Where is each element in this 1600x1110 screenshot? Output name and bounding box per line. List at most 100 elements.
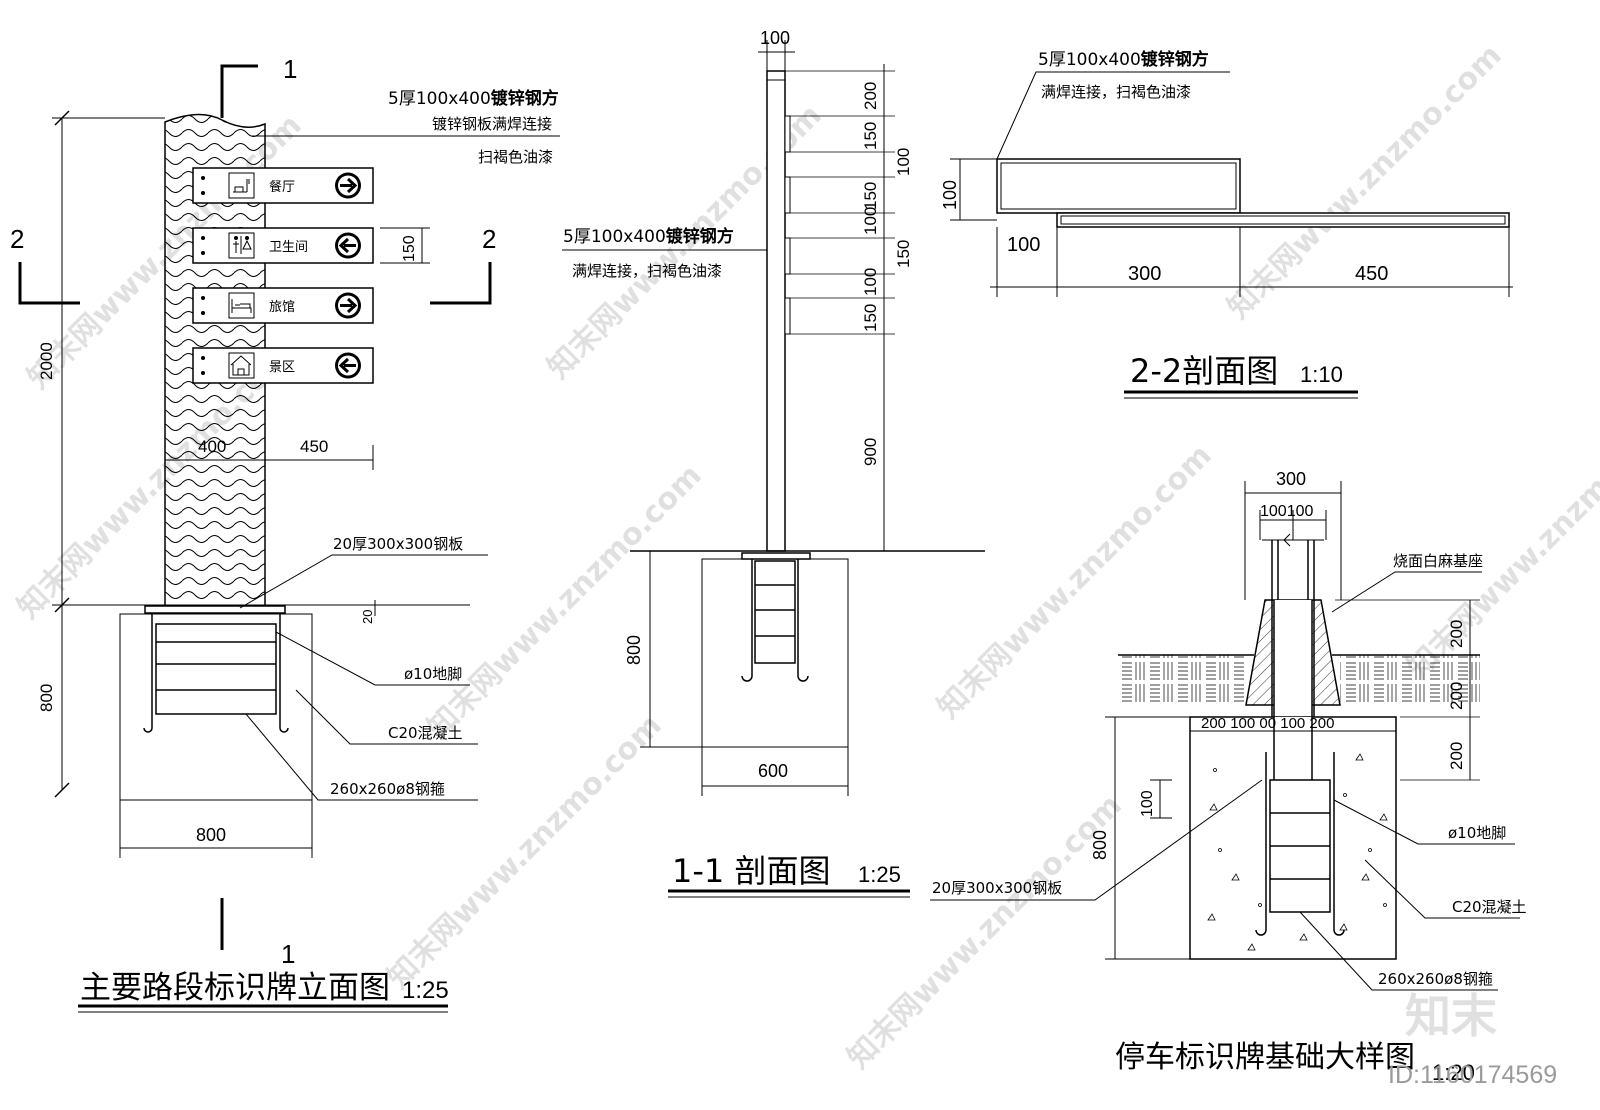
leader-line <box>1333 799 1515 845</box>
foundation-block <box>119 613 313 801</box>
note-weld: 满焊连接，扫褐色油漆 <box>1041 83 1191 101</box>
watermark-text: 知末网www.znzmo.com <box>1401 398 1600 686</box>
callout-plate: 20厚300x300钢板 <box>932 879 1062 897</box>
dimension-text: 300 <box>1276 469 1306 489</box>
foundation-block <box>701 558 849 748</box>
sign-label: 景区 <box>269 360 295 375</box>
drawing-title: 1-1 剖面图 <box>672 852 830 890</box>
section-2-2-drawing: 5厚100x400镀锌钢方 满焊连接，扫褐色油漆 100 100 300 450… <box>940 49 1513 399</box>
leader-line <box>1364 859 1520 919</box>
section-1-1-drawing: 100 200 150 100 150 100 150 100 150 900 … <box>562 28 985 898</box>
dimension-text: 100 <box>760 28 790 48</box>
leader-line <box>295 689 478 745</box>
note-weld: 满焊连接，扫褐色油漆 <box>572 262 722 280</box>
dimension-base: 800 <box>37 604 470 798</box>
callout-anchor: ø10地脚 <box>1448 824 1506 842</box>
sign-plate: 景区 <box>192 347 374 384</box>
note-weld: 镀锌钢板满焊连接 <box>432 115 552 133</box>
hotel-bed-icon <box>228 292 255 319</box>
sign-edge <box>784 176 791 214</box>
note-tube-spec: 5厚100x400镀锌钢方 <box>1038 49 1209 70</box>
dimension-text: 800 <box>1090 830 1110 860</box>
dimension-text: 100100 <box>1260 503 1313 520</box>
paving-layer <box>1340 655 1480 705</box>
sign-edge <box>784 297 791 335</box>
dimension-text: 200 <box>1447 620 1466 648</box>
paving-layer <box>1118 655 1246 705</box>
arrow-right-icon <box>335 172 361 199</box>
sign-plate: 旅馆 <box>192 287 374 324</box>
callout-concrete: C20混凝土 <box>1452 898 1527 916</box>
section-mark-label: 2 <box>482 224 496 254</box>
drawing-scale: 1:10 <box>1300 362 1343 387</box>
dimension-width: 400 450 <box>165 437 374 470</box>
watermark-text: 知末网www.znzmo.com <box>381 708 669 996</box>
dimension-text: 600 <box>758 761 788 781</box>
dimension-text: 450 <box>1355 263 1388 285</box>
rebar-cage <box>143 614 289 733</box>
restroom-icon <box>228 232 255 259</box>
base-plate <box>741 552 811 560</box>
dimension-sign-height: 150 <box>380 227 430 264</box>
dimension-text: 150 <box>861 122 880 150</box>
callout-concrete: C20混凝土 <box>388 724 463 742</box>
dimension-chain: 200 150 100 150 100 150 100 150 900 <box>780 64 913 551</box>
dimension-text: 200 <box>861 82 880 110</box>
arrow-left-icon <box>335 352 361 379</box>
note-tube-spec: 5厚100x400镀锌钢方 <box>388 88 559 109</box>
steel-tube-section <box>996 158 1241 214</box>
drawing-title: 停车标识牌基础大样图 <box>1115 1040 1415 1075</box>
sign-plate-section <box>1056 212 1510 228</box>
arrow-left-icon <box>335 232 361 259</box>
watermark-id: ID:1160174569 <box>1388 1061 1557 1089</box>
dimension-text: 400 <box>198 437 226 456</box>
dimension-text: 800 <box>624 635 644 665</box>
leader-line <box>245 713 478 801</box>
dimension-text: 100 <box>940 180 960 210</box>
sign-label: 卫生间 <box>269 240 308 255</box>
steel-post <box>766 70 786 552</box>
rebar-cage <box>1255 752 1345 936</box>
dimension-text: 100 <box>894 148 913 176</box>
section-mark-label: 1 <box>283 54 297 84</box>
watermark-text: 知末网www.znzmo.com <box>841 788 1129 1076</box>
dimension-text: 150 <box>861 304 880 332</box>
section-mark-label: 2 <box>10 224 24 254</box>
base-plate <box>144 605 286 614</box>
section-cut-mark <box>18 262 80 305</box>
dimension-foundation-width: 800 <box>119 800 313 858</box>
watermark-text: 知末网www.znzmo.com <box>421 458 709 746</box>
leader-line <box>930 779 1263 901</box>
drawing-scale: 1:25 <box>858 862 901 887</box>
drawing-title: 主要路段标识牌立面图 <box>80 970 390 1006</box>
sign-label: 旅馆 <box>269 300 295 315</box>
elevation-drawing: 1 1 2 2 餐厅 <box>10 54 560 1013</box>
section-mark-label: 1 <box>281 939 295 969</box>
callout-anchor: ø10地脚 <box>404 665 462 683</box>
dimension-text: 450 <box>300 437 328 456</box>
callout-stirrup: 260x260ø8钢箍 <box>1378 970 1493 988</box>
dimension-text: 900 <box>861 438 880 466</box>
arrow-right-icon <box>335 292 361 319</box>
note-paint: 扫褐色油漆 <box>478 148 553 166</box>
dimension-text: 200 <box>1447 742 1466 770</box>
dimension-text: 100 <box>1007 234 1040 256</box>
dimension-text: 20 <box>360 610 375 624</box>
foundation-detail-drawing: 300 100100 <box>930 469 1527 1085</box>
note-tube-spec: 5厚100x400镀锌钢方 <box>563 226 734 247</box>
leader-line <box>239 554 488 609</box>
callout-base: 烧面白麻基座 <box>1393 552 1483 570</box>
dimension-text: 100 <box>861 268 880 296</box>
leader-line <box>1299 911 1498 991</box>
dimension-text: 2000 <box>37 342 56 380</box>
drawing-scale: 1:20 <box>1432 1060 1475 1085</box>
dimension-text: 200 <box>1447 682 1466 710</box>
rebar-cage <box>741 559 809 682</box>
dimension-text: 800 <box>196 825 226 845</box>
leader-line <box>275 631 470 686</box>
dimension-text: 200 100 00 100 200 <box>1201 715 1334 732</box>
restaurant-icon <box>228 172 255 199</box>
drawing-scale: 1:25 <box>402 977 449 1004</box>
sign-plate: 餐厅 <box>192 167 374 204</box>
dimension-text: 150 <box>401 235 418 262</box>
